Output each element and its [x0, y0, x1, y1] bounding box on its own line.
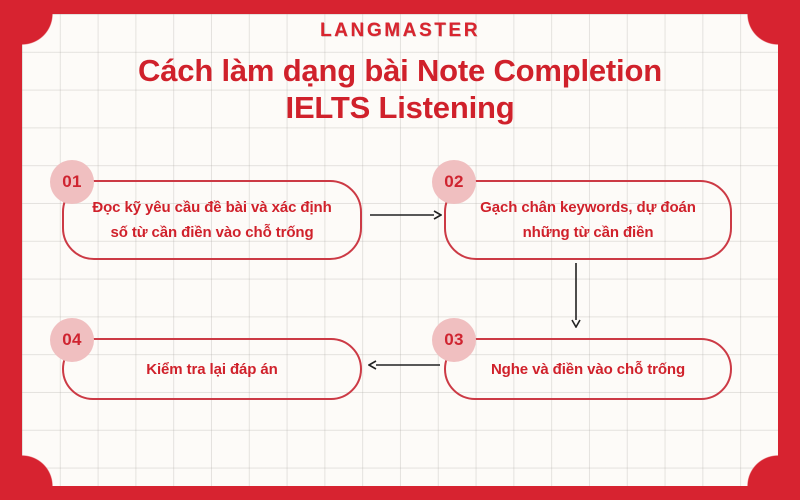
step-box-01: 01 Đọc kỹ yêu cầu đề bài và xác định số …	[50, 160, 362, 260]
step-number-badge-03: 03	[432, 318, 476, 362]
brand-logo: LANGMASTER	[319, 20, 481, 41]
step-box-02: 02 Gạch chân keywords, dự đoán những từ …	[432, 160, 732, 260]
page-title: Cách làm dạng bài Note Completion IELTS …	[0, 52, 800, 126]
step-number-badge-01: 01	[50, 160, 94, 204]
step-box-03: 03 Nghe và điền vào chỗ trống	[432, 318, 732, 400]
step-box-04: 04 Kiểm tra lại đáp án	[50, 318, 362, 400]
step-text-03: Nghe và điền vào chỗ trống	[490, 360, 686, 378]
arrow-right-icon	[370, 210, 442, 220]
arrow-left-icon	[368, 360, 440, 370]
grid-paper-background	[22, 14, 778, 486]
step-number-badge-02: 02	[432, 160, 476, 204]
page-title-line-1: Cách làm dạng bài Note Completion	[138, 53, 662, 88]
step-text-02: Gạch chân keywords, dự đoán những từ cần…	[480, 199, 696, 241]
step-text-04: Kiểm tra lại đáp án	[146, 360, 278, 378]
page-title-line-2: IELTS Listening	[285, 90, 515, 125]
arrow-down-icon	[571, 263, 581, 328]
step-number-badge-04: 04	[50, 318, 94, 362]
step-text-01: Đọc kỹ yêu cầu đề bài và xác định số từ …	[92, 199, 332, 241]
